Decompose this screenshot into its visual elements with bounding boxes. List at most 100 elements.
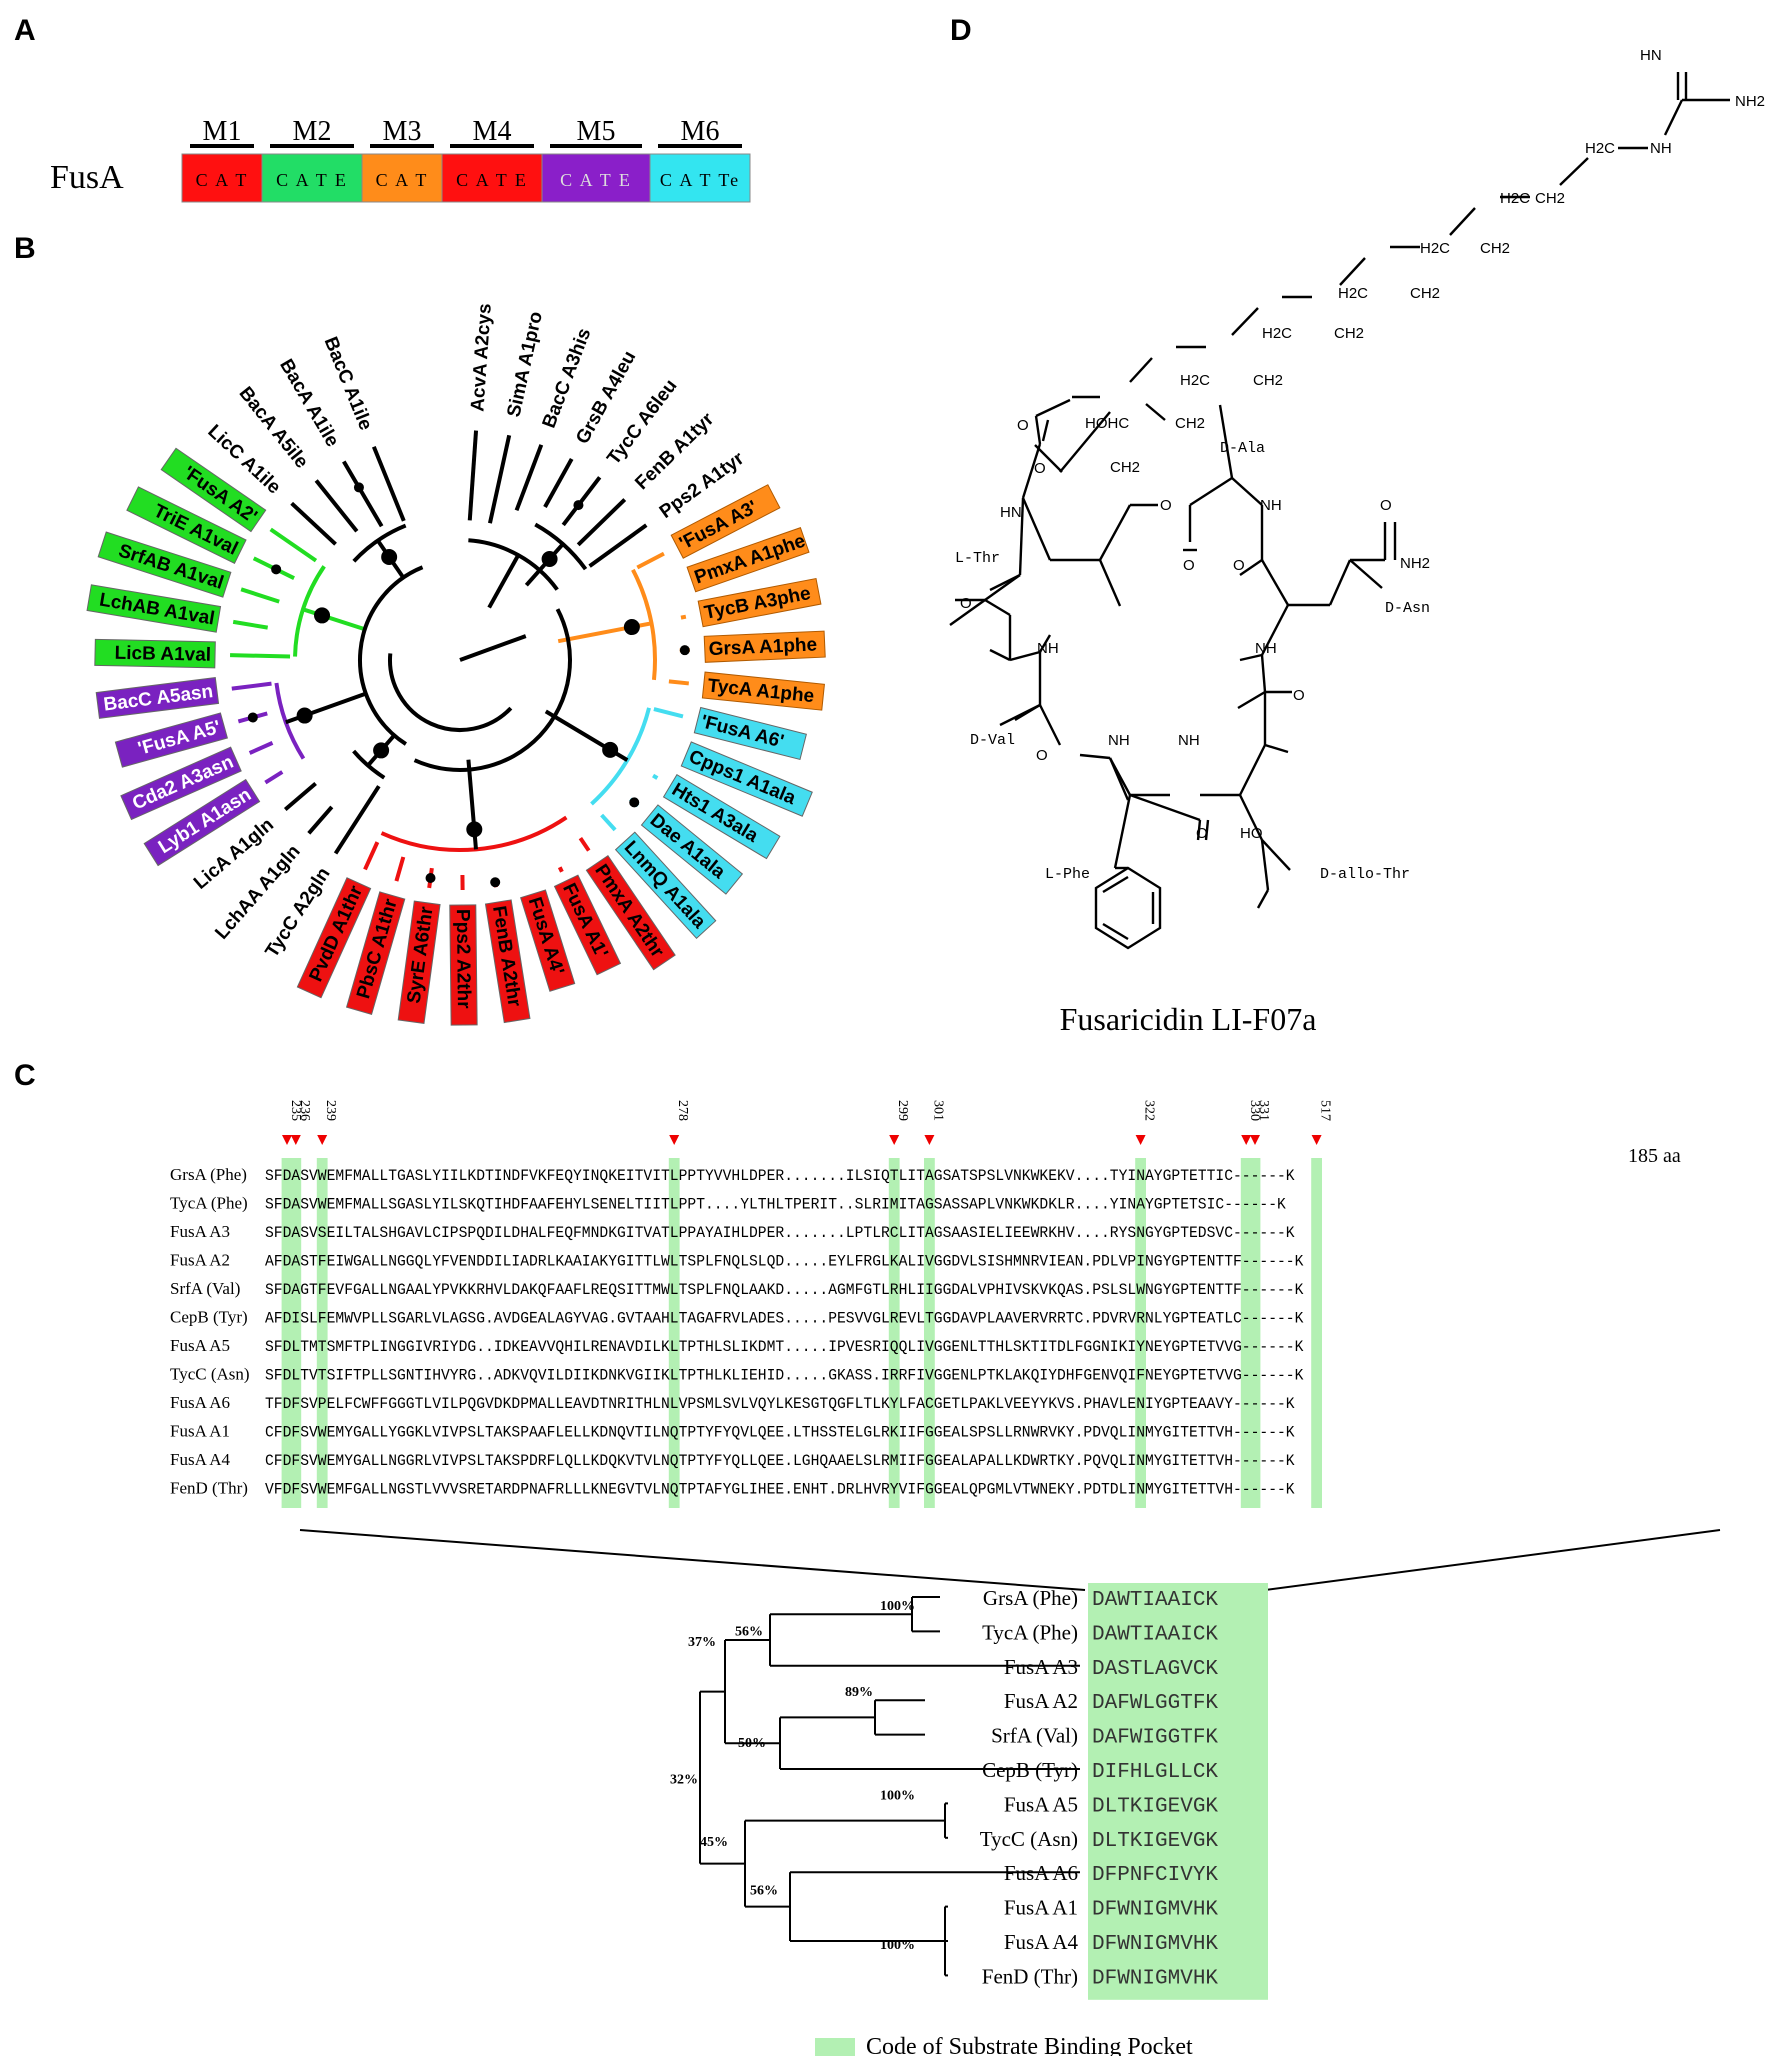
bond (1232, 308, 1258, 335)
atom-h2c: H2C (1262, 325, 1292, 342)
bond (1240, 745, 1265, 795)
tree-branch (653, 776, 657, 779)
module-domains: C A T Te (660, 170, 740, 190)
bond (990, 575, 1020, 590)
position-number: 239 (323, 1100, 338, 1121)
bootstrap-value: 45% (700, 1835, 728, 1850)
bond (1265, 745, 1288, 752)
tree-branch (250, 743, 273, 753)
bootstrap-node (490, 877, 500, 887)
bootstrap-node (297, 708, 313, 724)
position-marker (889, 1135, 899, 1145)
alignment-row-seq: SFDAGTFEVFGALLNGAALYPVKKRHVLDAKQFAAFLREQ… (265, 1281, 1304, 1299)
atom-o: O (1196, 825, 1208, 842)
atom-h2c: H2C (1420, 240, 1450, 257)
position-marker (1250, 1135, 1260, 1145)
bond (1560, 158, 1588, 185)
tree-tip-name: SrfA (Val) (991, 1724, 1078, 1748)
alignment-row-name: GrsA (Phe) (170, 1165, 247, 1184)
pocket-code: DFPNFCIVYK (1092, 1864, 1218, 1887)
pocket-code: DAFWLGGTFK (1092, 1692, 1218, 1715)
pocket-code: DFWNIGMVHK (1092, 1933, 1218, 1956)
bond (1040, 705, 1060, 745)
atom-ch2: CH2 (1334, 325, 1364, 342)
bond (1665, 100, 1682, 135)
position-number: 301 (930, 1100, 945, 1121)
pocket-code: DLTKIGEVGK (1092, 1830, 1218, 1853)
tree-branch (654, 709, 683, 716)
alignment-row-seq: SFDASVWEMFMALLTGASLYIILKDTINDFVKFEQYINQK… (265, 1167, 1295, 1185)
bond (1080, 755, 1110, 758)
bootstrap-value: 100% (880, 1788, 915, 1803)
tree-branch (344, 462, 382, 527)
tree-tip-name: TycC (Asn) (980, 1827, 1078, 1851)
bond (990, 650, 1010, 660)
position-number: 278 (675, 1100, 690, 1121)
atom-nh: NH (1255, 640, 1277, 657)
tree-tip-name: FusA A5 (1004, 1792, 1078, 1816)
panel-label-c: C (14, 1059, 36, 1092)
bootstrap-node (629, 797, 639, 807)
alignment-row-name: FusA A2 (170, 1251, 230, 1270)
atom-o: O (1017, 417, 1029, 434)
tree-branch (545, 459, 572, 507)
pocket-code: DIFHLGLLCK (1092, 1761, 1218, 1784)
bond (1340, 258, 1365, 285)
bond (1100, 505, 1130, 560)
tree-branch (578, 500, 625, 545)
pocket-code: DLTKIGEVGK (1092, 1795, 1218, 1818)
alignment-row-name: FenD (Thr) (170, 1479, 248, 1498)
residue-label: D-allo-Thr (1320, 866, 1410, 883)
bootstrap-node (314, 607, 330, 623)
leaf-group: AcvA A2cys (467, 303, 496, 413)
tree-branch (637, 554, 664, 568)
bond (1110, 758, 1128, 800)
leaf-group: LicB A1val (95, 639, 216, 668)
alignment-row-name: FusA A4 (170, 1450, 230, 1469)
pocket-code: DASTLAGVCK (1092, 1658, 1218, 1681)
tree-tip-name: FenD (Thr) (982, 1964, 1078, 1988)
tree-branch (470, 431, 476, 521)
tree-leaf-label: LicB A1val (114, 643, 211, 666)
leaf-group: TycB A3phe (698, 579, 821, 627)
legend-label: Code of Substrate Binding Pocket (866, 2034, 1193, 2056)
atom-ch2: CH2 (1535, 190, 1565, 207)
alignment-row-seq: SFDLTVTSIFTPLLSGNTIHVYRG..ADKVQVILDIIKDN… (265, 1367, 1304, 1385)
pocket-code: DAFWIGGTFK (1092, 1727, 1218, 1750)
bootstrap-node (271, 564, 281, 574)
leaf-group: LchAB A1val (87, 585, 220, 632)
tree-branch (285, 784, 315, 810)
module-label: M6 (681, 116, 720, 147)
atom-h2c: H2C (1585, 140, 1615, 157)
module-domains: C A T (376, 170, 429, 190)
bootstrap-node (542, 551, 558, 567)
atom-ch2: CH2 (1110, 459, 1140, 476)
tree-branch (241, 589, 279, 601)
leaf-group: GrsA A1phe (704, 631, 825, 662)
module-domains: C A T E (456, 170, 528, 190)
tree-branch (669, 681, 689, 683)
bond (1036, 400, 1070, 416)
atom-nh: NH (1260, 497, 1282, 514)
position-marker (1241, 1135, 1251, 1145)
atom-ho: HO (1240, 825, 1263, 842)
alignment-row-seq: CFDFSVWEMYGALLYGGKLVIVPSLTAKSPAAFLELLKDN… (265, 1424, 1295, 1442)
alignment-row-name: FusA A6 (170, 1393, 230, 1412)
bond (1146, 404, 1165, 420)
bootstrap-value: 56% (735, 1624, 763, 1639)
atom-h2c: H2C (1500, 190, 1530, 207)
bootstrap-node (426, 873, 436, 883)
bond (1350, 560, 1382, 588)
tree-branch (232, 684, 272, 689)
position-marker (669, 1135, 679, 1145)
bond (1330, 560, 1350, 605)
tree-branch (265, 772, 282, 783)
atom-o: O (960, 595, 972, 612)
position-marker (282, 1135, 292, 1145)
atom-o: O (1160, 497, 1172, 514)
compound-title: Fusaricidin LI-F07a (1060, 1001, 1317, 1037)
bootstrap-node (466, 821, 482, 837)
